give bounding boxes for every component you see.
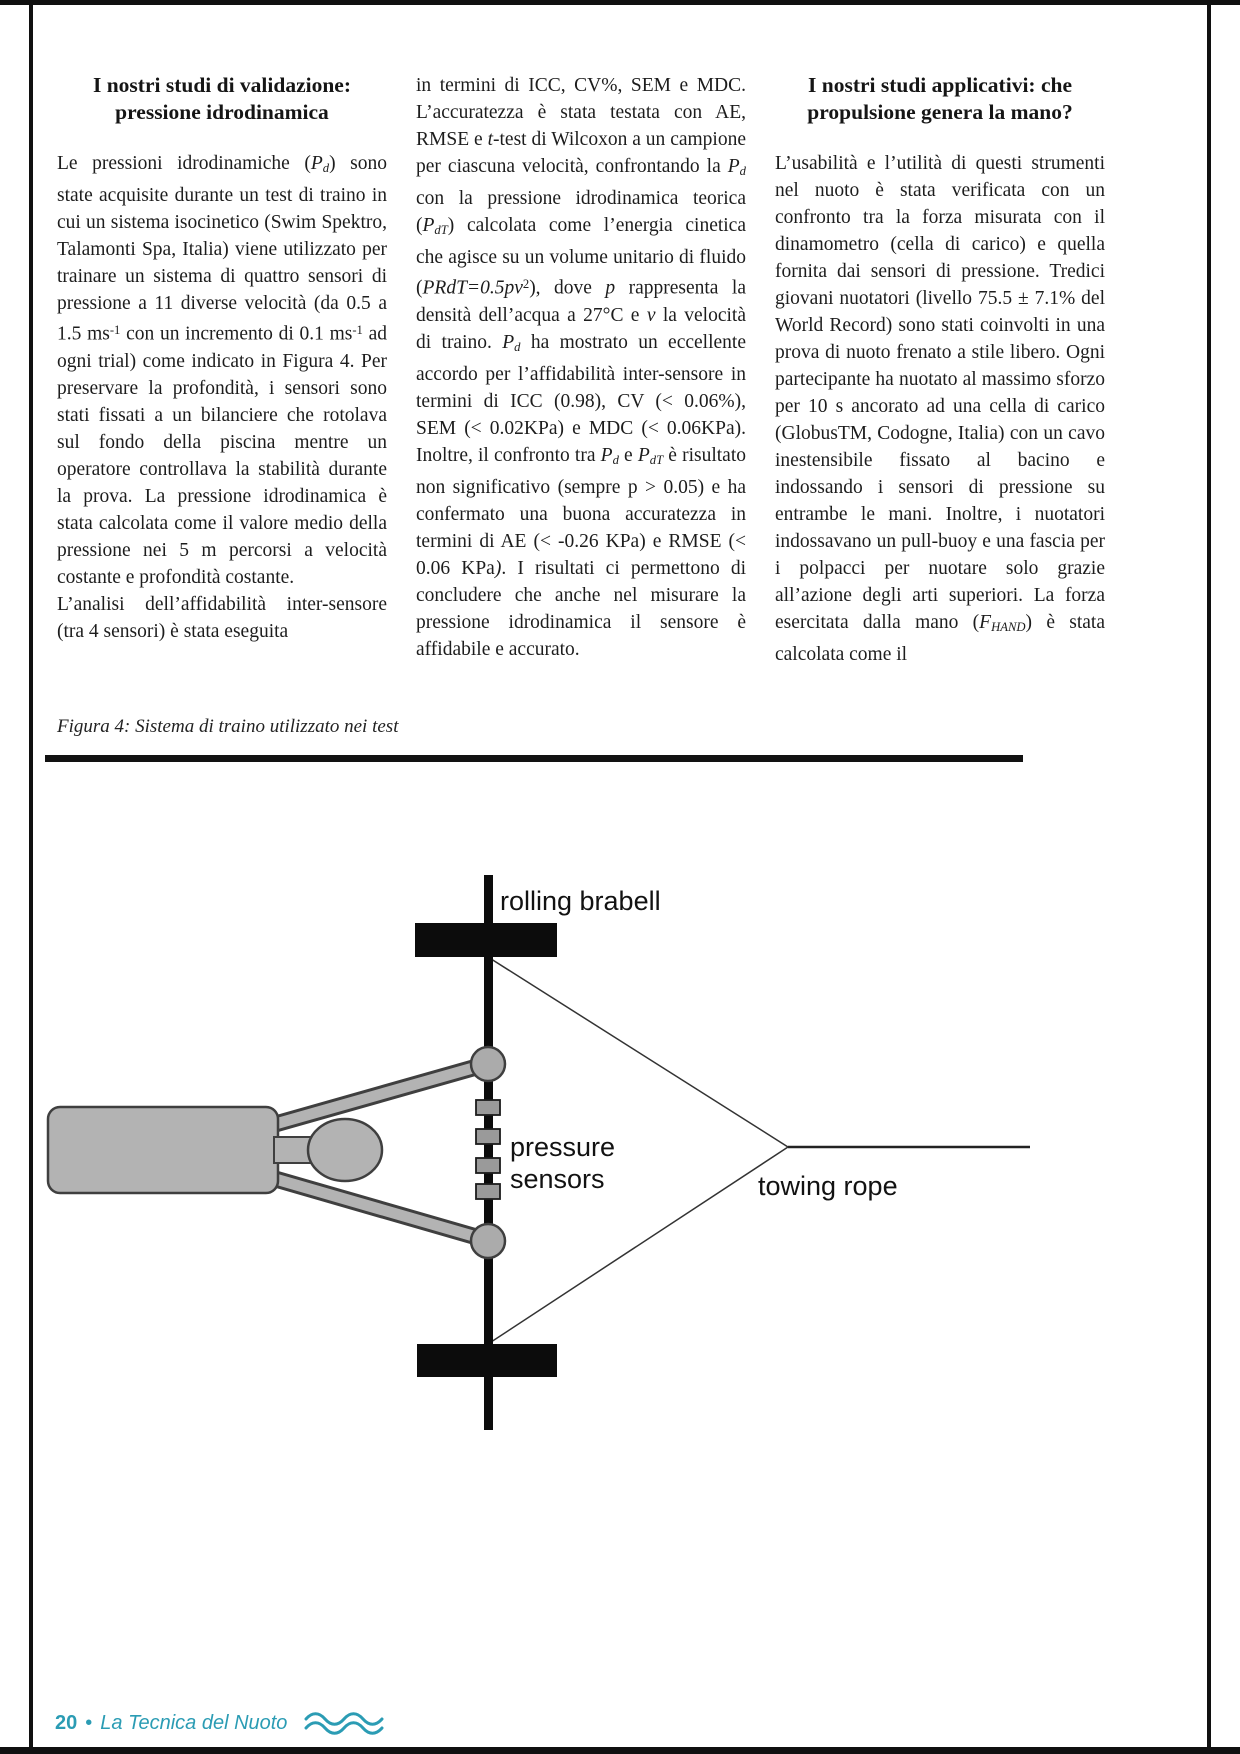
paragraph-validation-2: L’analisi dell’affidabilità inter-sensor… — [57, 593, 387, 642]
label-towing-rope: towing rope — [758, 1171, 898, 1201]
column-applied-studies: I nostri studi applicativi: che propulsi… — [775, 72, 1105, 668]
swimmer-arm-upper — [266, 1060, 486, 1131]
divider-rule — [45, 755, 1023, 762]
paragraph-applied-1: L’usabilità e l’utilità di questi strume… — [775, 153, 1105, 666]
label-pressure-sensors-line2: sensors — [510, 1164, 605, 1194]
vertical-bar — [484, 875, 493, 1430]
pressure-sensor-3 — [475, 1157, 501, 1174]
wave-logo-icon — [304, 1712, 384, 1735]
column-middle-continuation: in termini di ICC, CV%, SEM e MDC. L’acc… — [416, 72, 746, 668]
swimmer-arm-lower — [266, 1172, 486, 1244]
label-rolling-barbell: rolling brabell — [500, 886, 661, 916]
page-number: 20 — [55, 1711, 78, 1734]
page-footer: 20 • La Tecnica del Nuoto — [55, 1710, 389, 1736]
section-heading-validazione: I nostri studi di validazione: pressione… — [92, 73, 352, 124]
swimmer-head — [306, 1117, 384, 1183]
bridle-line-upper — [487, 956, 789, 1148]
section-heading-applicativi: I nostri studi applicativi: che propulsi… — [807, 73, 1073, 124]
pressure-sensor-2 — [475, 1128, 501, 1145]
grip-ring-upper — [469, 1045, 507, 1083]
rolling-barbell-bottom — [417, 1344, 557, 1377]
figure-caption: Figura 4: Sistema di traino utilizzato n… — [57, 716, 399, 737]
grip-ring-lower — [469, 1222, 507, 1260]
rolling-barbell-top — [415, 923, 557, 957]
swimmer-body — [46, 1105, 280, 1195]
pressure-sensor-1 — [475, 1099, 501, 1116]
article-columns: I nostri studi di validazione: pressione… — [57, 72, 1105, 668]
paragraph-continuation: in termini di ICC, CV%, SEM e MDC. L’acc… — [416, 75, 746, 661]
footer-separator: • — [85, 1711, 93, 1734]
page-border-bottom — [0, 1747, 1240, 1754]
magazine-title: La Tecnica del Nuoto — [100, 1711, 288, 1734]
paragraph-validation-1: Le pressioni idrodinamiche (Pd) sono sta… — [57, 153, 387, 588]
figure4-towing-diagram: rolling brabell pressure sensors towing … — [46, 875, 1030, 1430]
label-pressure-sensors-line1: pressure — [510, 1132, 615, 1162]
bridle-line-lower — [487, 1146, 789, 1345]
column-validation-studies: I nostri studi di validazione: pressione… — [57, 72, 387, 668]
page-border-top — [0, 0, 1240, 5]
page-border-right — [1207, 0, 1211, 1754]
page-border-left — [29, 0, 33, 1754]
pressure-sensor-4 — [475, 1183, 501, 1200]
